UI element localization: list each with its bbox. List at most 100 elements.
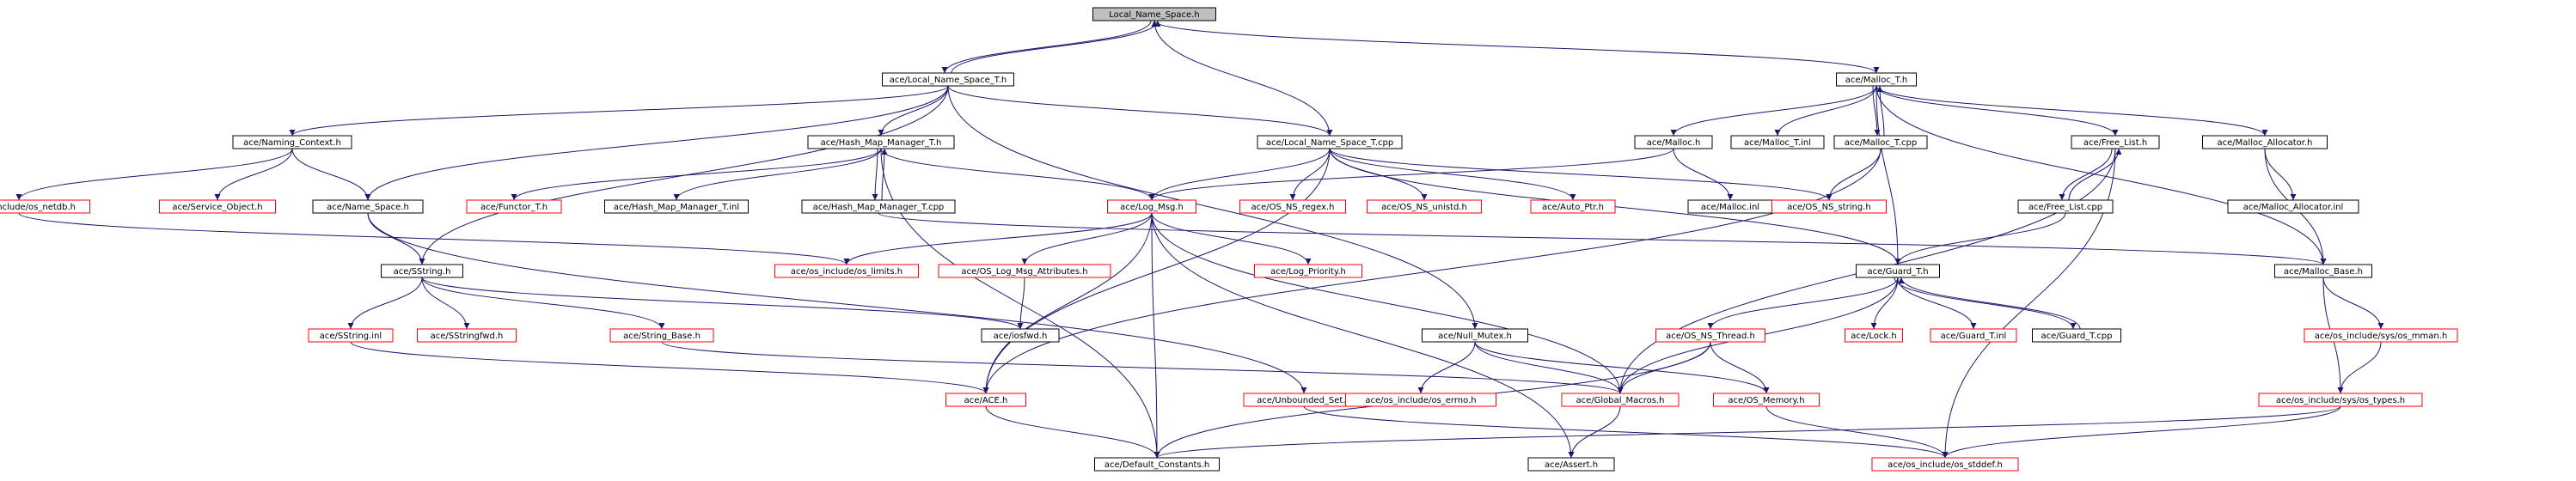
node-name-space-h[interactable]: ace/Name_Space.h bbox=[312, 199, 424, 214]
node-local-name-space-t-h-box bbox=[882, 72, 1014, 87]
node-local-name-space-h-box bbox=[1092, 7, 1216, 21]
node-local-name-space-t-h[interactable]: ace/Local_Name_Space_T.h bbox=[882, 72, 1014, 87]
node-malloc-t-cpp[interactable]: ace/Malloc_T.cpp bbox=[1833, 135, 1928, 149]
edge-hash-map-manager-t-h-to-log-msg-h bbox=[880, 148, 1155, 201]
node-sstring-h[interactable]: ace/SString.h bbox=[381, 264, 463, 278]
node-log-msg-h: ace/Log_Msg.h bbox=[1107, 199, 1196, 214]
node-free-list-cpp[interactable]: ace/Free_List.cpp bbox=[2017, 199, 2114, 214]
node-sstringfwd-h: ace/SStringfwd.h bbox=[417, 328, 517, 343]
node-null-mutex-h[interactable]: ace/Null_Mutex.h bbox=[1422, 328, 1528, 343]
node-os-types-h: ace/os_include/sys/os_types.h bbox=[2258, 393, 2423, 407]
edge-malloc-t-h-to-malloc-h bbox=[1670, 85, 1877, 137]
node-free-list-h[interactable]: ace/Free_List.h bbox=[2071, 135, 2160, 149]
node-default-constants-h[interactable]: ace/Default_Constants.h bbox=[1094, 457, 1220, 472]
edge-local-name-space-t-cpp-to-log-msg-h bbox=[1148, 148, 1331, 201]
edge-local-name-space-t-h-to-null-mutex-h bbox=[947, 85, 1478, 330]
node-functor-t-h-box bbox=[466, 199, 562, 214]
edge-local-name-space-t-cpp-to-os-ns-regex-h bbox=[1289, 148, 1331, 201]
node-functor-t-h-label: ace/Functor_T.h bbox=[480, 203, 548, 212]
node-os-mman-h-label: ace/os_include/sys/os_mman.h bbox=[2315, 332, 2448, 341]
nodes-layer: Local_Name_Space.h ace/Local_Name_Space_T… bbox=[0, 7, 2458, 472]
node-malloc-allocator-inl[interactable]: ace/Malloc_Allocator.inl bbox=[2227, 199, 2359, 214]
edge-malloc-t-h-to-malloc-t-cpp bbox=[1872, 85, 1881, 137]
edge-log-msg-h-to-log-priority-h bbox=[1151, 212, 1312, 265]
node-auto-ptr-h: ace/Auto_Ptr.h bbox=[1530, 199, 1616, 214]
node-os-netdb-h: ace/os_include/os_netdb.h bbox=[0, 199, 90, 214]
edge-free-list-h-to-free-list-cpp bbox=[2059, 148, 2113, 201]
edge-malloc-h-to-malloc-inl bbox=[1673, 148, 1734, 201]
node-naming-context-h[interactable]: ace/Naming_Context.h bbox=[232, 135, 352, 149]
edge-sstring-h-to-sstringfwd-h bbox=[421, 277, 470, 330]
node-global-macros-h: ace/Global_Macros.h bbox=[1561, 393, 1680, 407]
node-string-base-h-box bbox=[609, 328, 714, 343]
node-malloc-t-cpp-label: ace/Malloc_T.cpp bbox=[1845, 138, 1917, 148]
node-hash-map-manager-t-inl[interactable]: ace/Hash_Map_Manager_T.inl bbox=[604, 199, 749, 214]
node-local-name-space-t-cpp[interactable]: ace/Local_Name_Space_T.cpp bbox=[1257, 135, 1403, 149]
node-malloc-t-cpp-box bbox=[1833, 135, 1928, 149]
node-hash-map-manager-t-h[interactable]: ace/Hash_Map_Manager_T.h bbox=[807, 135, 955, 149]
node-os-netdb-h-box bbox=[0, 199, 90, 214]
node-os-mman-h: ace/os_include/sys/os_mman.h bbox=[2304, 328, 2458, 343]
edge-os-memory-h-to-os-stddef-h bbox=[1765, 405, 1949, 459]
node-guard-t-cpp[interactable]: ace/Guard_T.cpp bbox=[2032, 328, 2121, 343]
node-hash-map-manager-t-cpp[interactable]: ace/Hash_Map_Manager_T.cpp bbox=[801, 199, 956, 214]
node-malloc-h[interactable]: ace/Malloc.h bbox=[1634, 135, 1713, 149]
node-malloc-allocator-h[interactable]: ace/Malloc_Allocator.h bbox=[2202, 135, 2328, 149]
edge-log-msg-h-to-os-limits-h bbox=[843, 212, 1153, 265]
edge-naming-context-h-to-name-space-h bbox=[291, 148, 371, 201]
node-os-ns-string-h-box bbox=[1771, 199, 1887, 214]
edge-local-name-space-t-h-to-naming-context-h bbox=[289, 85, 949, 137]
edge-malloc-t-cpp-to-ace-h bbox=[982, 148, 1882, 394]
node-os-ns-regex-h: ace/OS_NS_regex.h bbox=[1239, 199, 1346, 214]
node-malloc-h-label: ace/Malloc.h bbox=[1647, 138, 1701, 148]
edge-sstring-h-to-iosfwd-h bbox=[421, 277, 1024, 330]
node-os-ns-thread-h-label: ace/OS_NS_Thread.h bbox=[1666, 332, 1755, 341]
node-malloc-inl[interactable]: ace/Malloc.inl bbox=[1687, 199, 1773, 214]
node-assert-h[interactable]: ace/Assert.h bbox=[1527, 457, 1615, 472]
edge-local-name-space-t-h-to-name-space-h bbox=[364, 85, 949, 201]
node-ace-h: ace/ACE.h bbox=[945, 393, 1026, 407]
node-iosfwd-h-box bbox=[981, 328, 1060, 343]
node-malloc-t-inl[interactable]: ace/Malloc_T.inl bbox=[1730, 135, 1825, 149]
node-hash-map-manager-t-inl-box bbox=[604, 199, 749, 214]
edge-free-list-cpp-to-guard-t-h bbox=[1894, 212, 2066, 265]
edge-sstring-h-to-sstring-inl bbox=[347, 277, 423, 330]
edge-null-mutex-h-to-global-macros-h bbox=[1474, 341, 1624, 394]
node-os-log-msg-attributes-h: ace/OS_Log_Msg_Attributes.h bbox=[938, 264, 1111, 278]
node-os-memory-h: ace/OS_Memory.h bbox=[1713, 393, 1820, 407]
node-malloc-t-h-label: ace/Malloc_T.h bbox=[1845, 76, 1908, 85]
edge-os-types-h-to-default-constants-h bbox=[1153, 405, 2341, 459]
node-hash-map-manager-t-cpp-label: ace/Hash_Map_Manager_T.cpp bbox=[813, 203, 945, 212]
edge-malloc-t-h-to-malloc-base-h bbox=[1875, 85, 2327, 265]
node-assert-h-label: ace/Assert.h bbox=[1545, 460, 1598, 470]
edge-sstring-h-to-string-base-h bbox=[421, 277, 665, 330]
node-os-ns-unistd-h-box bbox=[1367, 199, 1482, 214]
node-global-macros-h-label: ace/Global_Macros.h bbox=[1576, 396, 1664, 405]
node-assert-h-box bbox=[1527, 457, 1615, 472]
node-sstring-inl: ace/SString.inl bbox=[308, 328, 394, 343]
edge-malloc-allocator-h-to-malloc-allocator-inl bbox=[2264, 148, 2297, 201]
node-auto-ptr-h-label: ace/Auto_Ptr.h bbox=[1542, 203, 1604, 212]
edge-local-name-space-t-h-to-hash-map-manager-t-h bbox=[878, 85, 949, 137]
node-local-name-space-h[interactable]: Local_Name_Space.h bbox=[1092, 7, 1216, 21]
node-hash-map-manager-t-cpp-box bbox=[801, 199, 956, 214]
node-os-log-msg-attributes-h-label: ace/OS_Log_Msg_Attributes.h bbox=[961, 267, 1087, 277]
edge-guard-t-h-to-guard-t-inl bbox=[1897, 277, 1977, 330]
node-sstringfwd-h-label: ace/SStringfwd.h bbox=[431, 332, 504, 341]
node-malloc-base-h[interactable]: ace/Malloc_Base.h bbox=[2274, 264, 2372, 278]
node-os-mman-h-box bbox=[2304, 328, 2458, 343]
edge-os-mman-h-to-os-types-h bbox=[2337, 341, 2382, 394]
node-malloc-t-h[interactable]: ace/Malloc_T.h bbox=[1836, 72, 1917, 87]
node-ace-h-label: ace/ACE.h bbox=[964, 396, 1008, 405]
node-os-limits-h-label: ace/os_include/os_limits.h bbox=[791, 267, 903, 277]
node-guard-t-h[interactable]: ace/Guard_T.h bbox=[1856, 264, 1940, 278]
edge-log-msg-h-to-os-log-msg-attributes-h bbox=[1021, 212, 1153, 265]
edge-guard-t-h-to-guard-t-cpp bbox=[1894, 277, 2077, 330]
node-guard-t-inl-label: ace/Guard_T.inl bbox=[1941, 332, 2007, 341]
node-iosfwd-h[interactable]: ace/iosfwd.h bbox=[981, 328, 1060, 343]
node-os-stddef-h-label: ace/os_include/os_stddef.h bbox=[1888, 460, 2003, 470]
node-lock-h: ace/Lock.h bbox=[1845, 328, 1903, 343]
node-malloc-h-box bbox=[1634, 135, 1713, 149]
edge-unbounded-set-h-to-os-stddef-h bbox=[1303, 405, 1949, 459]
